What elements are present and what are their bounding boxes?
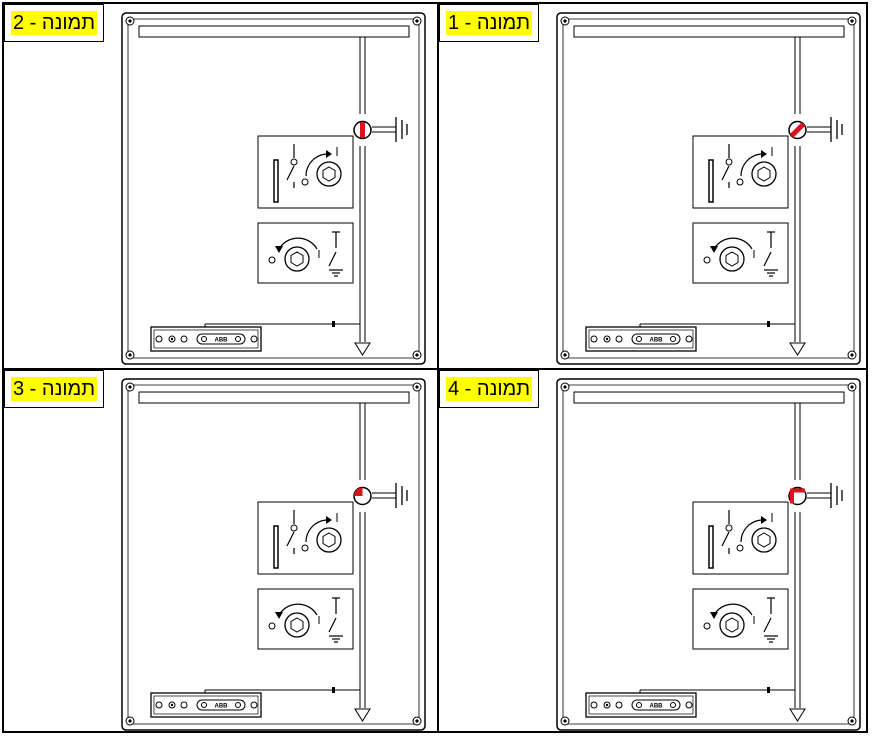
nameplate: ABB [585,692,697,718]
position-indicator [353,486,372,506]
busbar [573,391,845,404]
busbar [138,25,410,38]
earthing-switch-box [692,588,789,650]
disconnector-box [257,135,354,209]
earthing-connection [807,117,843,142]
panel-1: ABB תמונה - 1 [439,4,870,368]
panel-4-label: תמונה - 4 [439,370,540,408]
panel-3-diagram: ABB [121,378,426,731]
corner-screws [125,16,422,360]
panel-3-label: תמונה - 3 [4,370,105,408]
earthing-switch-box [257,588,354,650]
corner-screws [125,382,422,726]
panel-2-label: תמונה - 2 [4,4,105,42]
corner-screws [560,382,857,726]
position-indicator [353,120,372,140]
panel-3: ABB תמונה - 3 [4,370,435,734]
nameplate: ABB [150,326,262,352]
panel-4: ABB תמונה - 4 [439,370,870,734]
panel-1-label: תמונה - 1 [439,4,540,42]
position-indicator [788,120,807,140]
disconnector-box [692,501,789,575]
abb-badge: ABB [215,704,229,710]
panel-2: ABB תמונה - 2 [4,4,435,368]
main-conductor [359,403,366,708]
abb-badge: ABB [650,338,664,344]
vertical-divider [437,4,439,731]
abb-badge: ABB [215,338,229,344]
panel-1-diagram: ABB [556,12,861,365]
busbar [573,25,845,38]
earthing-connection [807,483,843,508]
panel-4-diagram: ABB [556,378,861,731]
main-conductor [359,37,366,342]
abb-badge: ABB [650,704,664,710]
arrow-down-icon [789,708,806,722]
earthing-switch-box [257,222,354,284]
main-conductor [794,403,801,708]
earthing-connection [372,483,408,508]
earthing-connection [372,117,408,142]
nameplate: ABB [585,326,697,352]
disconnector-box [692,135,789,209]
disconnector-box [257,501,354,575]
main-conductor [794,37,801,342]
horizontal-divider [4,368,866,370]
arrow-down-icon [354,342,371,356]
corner-screws [560,16,857,360]
position-indicator [788,486,807,506]
busbar [138,391,410,404]
arrow-down-icon [789,342,806,356]
earthing-switch-box [692,222,789,284]
panel-2-diagram: ABB [121,12,426,365]
nameplate: ABB [150,692,262,718]
arrow-down-icon [354,708,371,722]
